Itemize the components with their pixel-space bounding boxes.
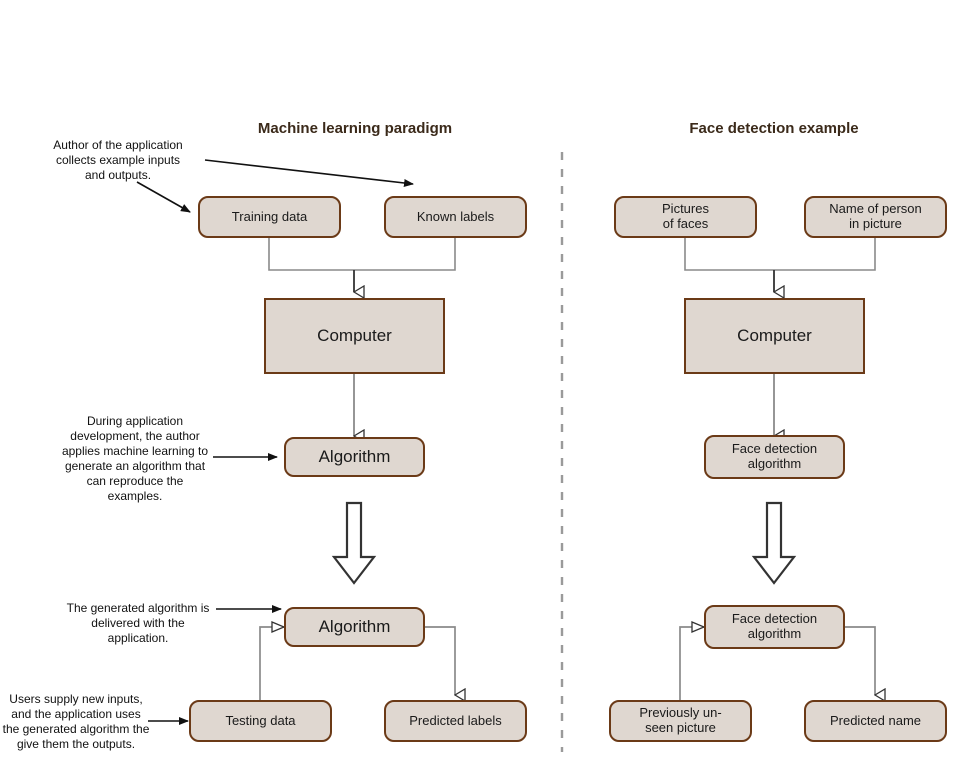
edge-algorithm-to-predicted-name-right — [845, 626, 875, 695]
edge-inputs-to-computer-left — [268, 238, 456, 292]
node-training-data-label: Training data — [231, 208, 308, 224]
node-computer-left-label: Computer — [317, 326, 392, 346]
node-predicted-labels[interactable]: Predicted labels — [384, 700, 527, 742]
node-testing-data-label: Testing data — [225, 712, 296, 728]
edge-unseen-picture-to-algorithm-right — [679, 627, 704, 700]
node-algorithm-deployed-left-label: Algorithm — [318, 617, 391, 637]
annotation-author-collects: Author of the application collects examp… — [53, 138, 183, 182]
node-computer-right-label: Computer — [737, 326, 812, 346]
node-pictures-of-faces[interactable]: Pictures of faces — [614, 196, 757, 238]
node-testing-data[interactable]: Testing data — [189, 700, 332, 742]
right-panel-title: Face detection example — [689, 120, 859, 137]
node-known-labels[interactable]: Known labels — [384, 196, 527, 238]
node-face-algorithm-trained[interactable]: Face detection algorithm — [704, 435, 845, 479]
annotation-users-supply: Users supply new inputs, and the applica… — [2, 692, 150, 751]
node-pictures-of-faces-label: Pictures of faces — [662, 201, 709, 231]
node-unseen-picture-label: Previously un- seen picture — [639, 705, 722, 735]
node-algorithm-trained-left-label: Algorithm — [318, 447, 391, 467]
node-algorithm-deployed-left[interactable]: Algorithm — [284, 607, 425, 647]
node-computer-right[interactable]: Computer — [684, 298, 865, 374]
left-panel-title: Machine learning paradigm — [257, 120, 453, 137]
node-predicted-name[interactable]: Predicted name — [804, 700, 947, 742]
node-algorithm-trained-left[interactable]: Algorithm — [284, 437, 425, 477]
block-arrow-deployment-right — [751, 501, 797, 585]
edge-algorithm-to-predicted-labels-left — [425, 626, 455, 695]
block-arrow-deployment-left — [331, 501, 377, 585]
node-face-algorithm-trained-label: Face detection algorithm — [731, 441, 818, 471]
edge-testing-data-to-algorithm-left — [259, 627, 284, 700]
annotation-arrow-author-to-training-data — [136, 181, 191, 213]
node-face-algorithm-deployed-label: Face detection algorithm — [731, 611, 818, 641]
edge-inputs-to-computer-right — [684, 238, 876, 292]
node-face-algorithm-deployed[interactable]: Face detection algorithm — [704, 605, 845, 649]
node-predicted-labels-label: Predicted labels — [409, 712, 502, 728]
annotation-arrow-author-to-known-labels — [204, 159, 414, 187]
node-name-of-person-label: Name of person in picture — [829, 201, 922, 231]
node-name-of-person[interactable]: Name of person in picture — [804, 196, 947, 238]
annotation-during-development: During application development, the auth… — [61, 414, 209, 503]
node-computer-left[interactable]: Computer — [264, 298, 445, 374]
node-known-labels-label: Known labels — [416, 208, 495, 224]
node-unseen-picture[interactable]: Previously un- seen picture — [609, 700, 752, 742]
node-predicted-name-label: Predicted name — [829, 712, 922, 728]
annotation-delivered: The generated algorithm is delivered wit… — [66, 601, 210, 645]
node-training-data[interactable]: Training data — [198, 196, 341, 238]
